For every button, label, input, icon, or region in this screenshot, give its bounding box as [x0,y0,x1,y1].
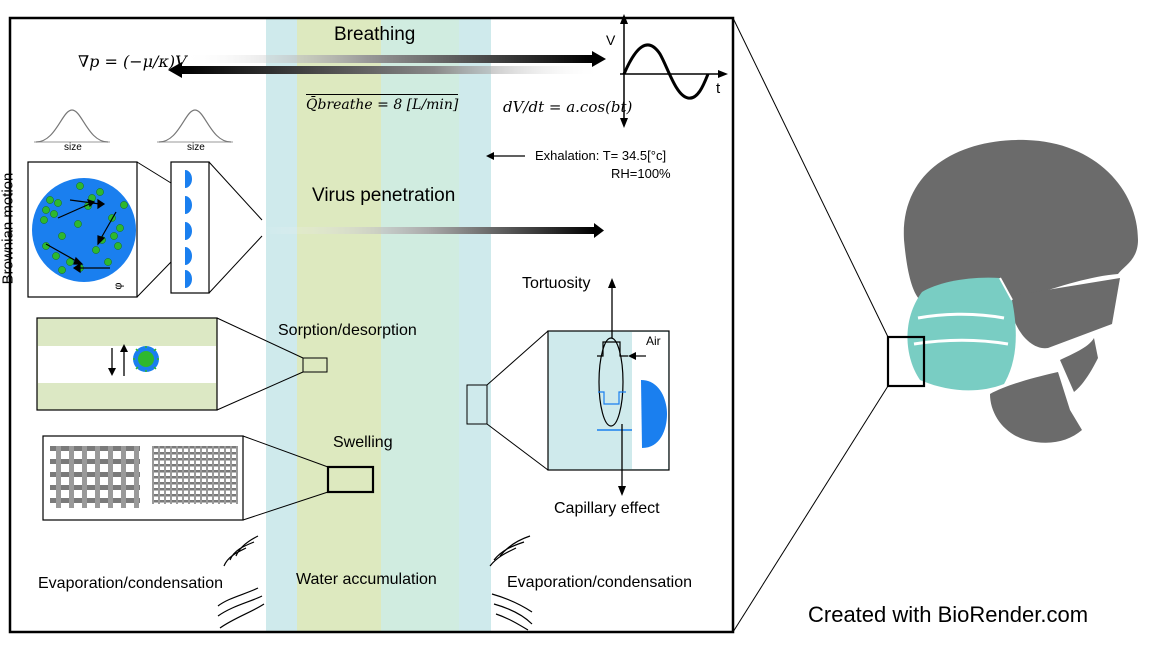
breathing-label: Breathing [334,24,416,45]
air-label: Air [646,334,661,348]
chin-silhouette [990,372,1082,443]
layer-band-inner-blue [459,18,491,632]
zoom-line [732,17,889,338]
zoom-line [136,261,172,298]
mask-strap [1010,278,1120,349]
flow-rate-equation: Q̄breathe = 8 [L/min] [306,94,459,113]
dry-fiber-mesh [50,446,140,508]
evaporation-label-left: Evaporation/condensation [38,575,224,592]
water-accumulation-label: Water accumulation [296,571,437,588]
capillary-effect-label: Capillary effect [554,500,660,517]
darcy-equation: ∇p = (−μ/κ)V [78,52,187,71]
capillary-panel [547,278,670,496]
darcy-equation-text: ∇p = (−μ/κ)V [78,52,187,71]
surgical-mask [907,277,1016,391]
zoom-line [208,235,263,294]
brownian-motion-panel [27,161,138,298]
size-label-right: size [187,142,205,153]
zoom-line [732,385,889,633]
evaporation-arrows-left [217,535,265,629]
velocity-equation: dV/dt = a.cos(bt) [503,98,632,116]
humidity-label: RH=100% [611,166,671,181]
capillary-zoom-box [466,384,488,425]
phi-label: φ [112,282,125,290]
zoom-line [486,330,549,386]
exhalation-arrow [486,152,525,160]
droplet-column-panel [170,161,210,294]
layer-band-outer-blue [266,18,297,632]
size-distribution-right [157,109,233,143]
main-frame [8,16,735,634]
swelling-panel [42,435,244,521]
layer-band-inner-teal [381,18,459,632]
size-distribution-left [34,109,110,143]
velocity-sine-plot [620,14,728,128]
head-with-mask-illustration [886,139,1138,443]
sorption-zoom-box [302,357,328,373]
neck-silhouette [1060,338,1098,392]
exhalation-label: Exhalation: T= 34.5[°c] [535,148,667,163]
zoom-line [486,423,549,471]
zoom-line [242,491,329,521]
evaporation-label-right: Evaporation/condensation [507,574,693,591]
zoom-line [216,317,304,359]
sorption-panel [36,317,218,411]
size-label-left: size [64,142,82,153]
virus-penetration-arrow [262,223,604,238]
zoom-line [242,435,329,468]
flow-rate-equation-text: Q̄breathe = 8 [L/min] [306,97,459,113]
virus-penetration-label: Virus penetration [312,185,456,206]
layer-band-middle-green [297,18,381,632]
axis-v-label: V [606,32,616,48]
velocity-equation-text: dV/dt = a.cos(bt) [503,98,633,116]
swelling-label: Swelling [333,434,393,451]
biorender-credit: Created with BioRender.com [808,602,1089,627]
mask-zoom-box [886,335,926,388]
evaporation-arrows-right [489,535,533,631]
zoom-line [136,161,172,184]
swelling-zoom-box [326,465,375,494]
breathing-arrows [168,51,606,78]
tortuosity-label: Tortuosity [522,275,591,292]
head-silhouette [903,139,1138,308]
swollen-fiber-mesh [152,446,238,504]
sorption-label: Sorption/desorption [278,322,417,339]
zoom-line [208,161,263,221]
zoom-line [216,371,304,411]
brownian-motion-label: Brownian motion [0,172,17,285]
axis-t-label: t [716,80,721,97]
